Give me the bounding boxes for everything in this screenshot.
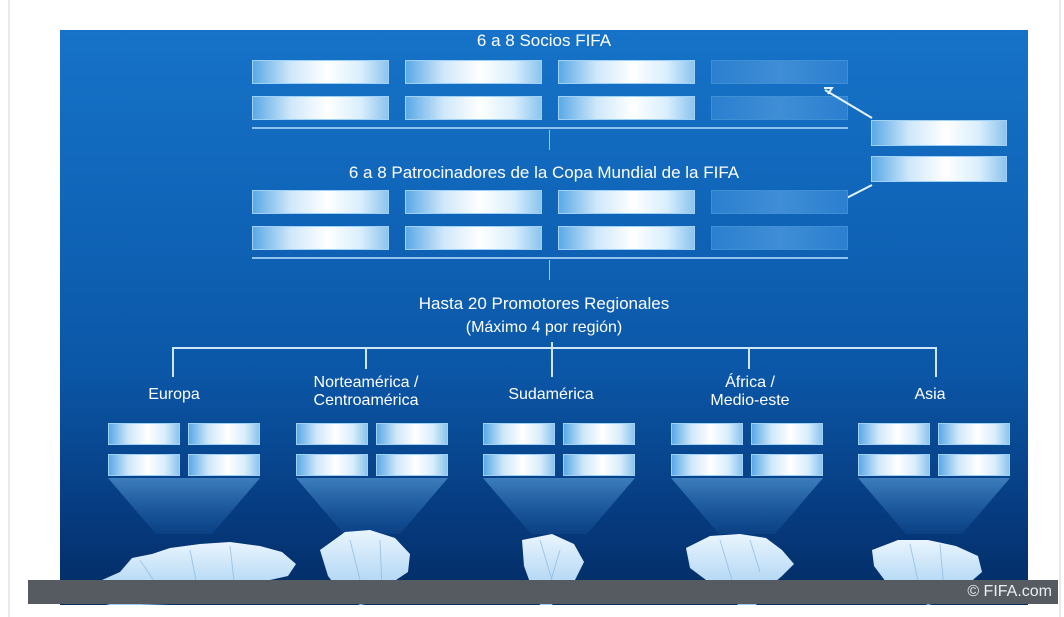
region-tree-drop bbox=[935, 347, 937, 377]
promotor-slot bbox=[563, 454, 635, 476]
region-label-line: Asia bbox=[914, 386, 946, 403]
region-tree-drop bbox=[365, 347, 367, 369]
socios-divider bbox=[252, 127, 848, 129]
promotor-slot bbox=[483, 423, 555, 445]
tier-connector-tick bbox=[549, 130, 550, 150]
region-tree-drop bbox=[748, 347, 750, 369]
region-label-sudamerica: Sudamérica bbox=[461, 386, 641, 404]
promotor-slot bbox=[858, 423, 930, 445]
region-label-line: Centroamérica bbox=[313, 392, 419, 409]
overflow-slot bbox=[871, 120, 1007, 146]
patrocinador-slot-optional bbox=[711, 226, 848, 250]
region-label-africa: África / Medio-este bbox=[660, 374, 840, 410]
promotor-slot bbox=[671, 423, 743, 445]
region-label-line: África / bbox=[725, 374, 775, 391]
region-label-norteamerica: Norteamérica / Centroamérica bbox=[276, 374, 456, 410]
socio-slot bbox=[405, 96, 542, 120]
page-right-border bbox=[1059, 0, 1061, 617]
tier-connector-tick bbox=[549, 260, 550, 280]
socio-slot-optional bbox=[711, 96, 848, 120]
promotores-tier-title: Hasta 20 Promotores Regionales bbox=[418, 294, 670, 313]
promotor-slot bbox=[751, 454, 823, 476]
region-funnels bbox=[108, 478, 1010, 534]
patrocinador-slot bbox=[405, 190, 542, 214]
socios-tier-title: 6 a 8 Socios FIFA bbox=[476, 31, 612, 50]
promotor-slot bbox=[938, 454, 1010, 476]
promotor-slot bbox=[751, 423, 823, 445]
region-tree-drop bbox=[172, 347, 174, 377]
socio-slot bbox=[558, 96, 695, 120]
promotores-tier-subtitle: (Máximo 4 por región) bbox=[465, 319, 623, 336]
promotor-slot bbox=[108, 423, 180, 445]
page-left-border bbox=[8, 0, 10, 617]
socio-slot bbox=[252, 60, 389, 84]
patrocinadores-divider bbox=[252, 257, 848, 259]
region-label-europa: Europa bbox=[84, 386, 264, 404]
region-tree-bar bbox=[172, 347, 937, 349]
promotor-slot bbox=[296, 423, 368, 445]
promotor-slot bbox=[376, 454, 448, 476]
region-label-asia: Asia bbox=[840, 386, 1020, 404]
overflow-slot bbox=[871, 156, 1007, 182]
promotor-slot bbox=[188, 454, 260, 476]
patrocinadores-tier-title: 6 a 8 Patrocinadores de la Copa Mundial … bbox=[348, 163, 740, 182]
region-label-line: Sudamérica bbox=[508, 386, 594, 403]
socio-slot bbox=[405, 60, 542, 84]
promotor-slot bbox=[376, 423, 448, 445]
socio-slot-optional bbox=[711, 60, 848, 84]
promotor-slot bbox=[858, 454, 930, 476]
patrocinador-slot bbox=[252, 190, 389, 214]
region-label-line: Europa bbox=[148, 386, 200, 403]
patrocinador-slot bbox=[405, 226, 542, 250]
sponsorship-diagram-panel: 6 a 8 Socios FIFA 6 a 8 Patrocinadores d… bbox=[60, 30, 1028, 605]
socio-slot bbox=[252, 96, 389, 120]
promotor-slot bbox=[296, 454, 368, 476]
region-tree-drop bbox=[551, 342, 553, 377]
copyright-credit: © FIFA.com bbox=[967, 583, 1052, 600]
promotor-slot bbox=[563, 423, 635, 445]
promotor-slot bbox=[483, 454, 555, 476]
promotor-slot bbox=[188, 423, 260, 445]
promotor-slot bbox=[938, 423, 1010, 445]
region-label-line: Medio-este bbox=[710, 392, 790, 409]
promotor-slot bbox=[108, 454, 180, 476]
region-label-line: Norteamérica / bbox=[313, 374, 419, 391]
promotor-slot bbox=[671, 454, 743, 476]
credit-band: © FIFA.com bbox=[28, 580, 1058, 604]
socio-slot bbox=[558, 60, 695, 84]
patrocinador-slot bbox=[558, 226, 695, 250]
patrocinador-slot bbox=[558, 190, 695, 214]
patrocinador-slot bbox=[252, 226, 389, 250]
patrocinador-slot-optional bbox=[711, 190, 848, 214]
